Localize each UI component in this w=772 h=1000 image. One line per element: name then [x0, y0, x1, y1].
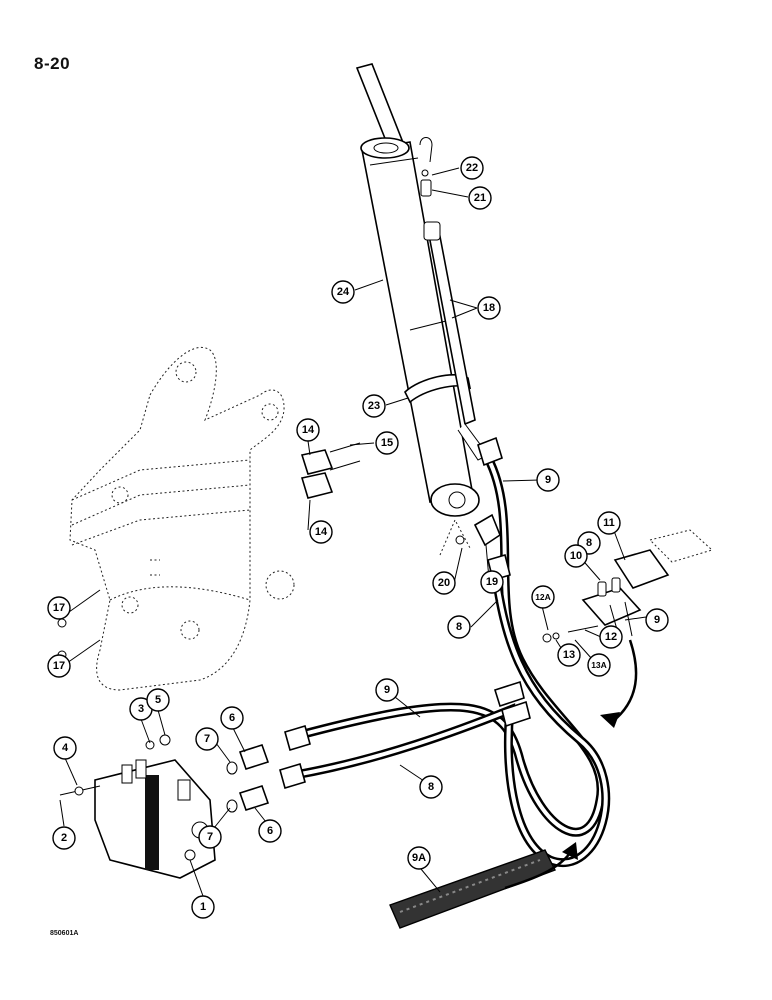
- callout-c9A: 9A: [407, 846, 431, 870]
- page-number: 8-20: [34, 54, 71, 73]
- callout-c10: 10: [564, 544, 588, 568]
- callout-c7a: 7: [195, 727, 219, 751]
- callout-label: 9: [384, 684, 390, 696]
- hose-clamp-assembly: [542, 529, 713, 643]
- callout-label: 14: [302, 424, 315, 436]
- callout-c22: 22: [460, 156, 484, 180]
- callout-c23: 23: [362, 394, 386, 418]
- callout-label: 20: [438, 577, 450, 589]
- callout-c9a: 9: [375, 678, 399, 702]
- callout-label: 12: [605, 631, 617, 643]
- callout-label: 5: [155, 694, 161, 706]
- callout-label: 13: [563, 649, 575, 661]
- callout-c21: 21: [468, 186, 492, 210]
- callout-label: 9A: [412, 852, 426, 864]
- callout-label: 3: [138, 703, 144, 715]
- callout-label: 13A: [591, 660, 607, 670]
- callout-label: 4: [62, 742, 69, 754]
- arrow-indicators: [504, 639, 638, 890]
- callout-c13A: 13A: [587, 653, 611, 677]
- callout-label: 7: [204, 733, 210, 745]
- adapter-fittings: [226, 744, 270, 813]
- callout-c5: 5: [146, 688, 170, 712]
- callout-c12A: 12A: [531, 585, 555, 609]
- callout-c3: 3: [129, 697, 153, 721]
- callout-label: 9: [545, 474, 551, 486]
- callout-label: 19: [486, 576, 498, 588]
- hose-sleeve: [389, 849, 556, 929]
- callout-label: 6: [229, 712, 235, 724]
- callout-label: 17: [53, 602, 65, 614]
- callout-label: 23: [368, 400, 380, 412]
- callout-c6a: 6: [220, 706, 244, 730]
- callout-c9c: 9: [645, 608, 669, 632]
- callout-label: 6: [267, 825, 273, 837]
- callout-c2: 2: [52, 826, 76, 850]
- callout-c1: 1: [191, 895, 215, 919]
- callout-label: 8: [428, 781, 434, 793]
- callout-label: 12A: [535, 592, 551, 602]
- callout-label: 8: [456, 621, 462, 633]
- callout-c17a: 17: [47, 596, 71, 620]
- callout-c17b: 17: [47, 654, 71, 678]
- callout-c15: 15: [375, 431, 399, 455]
- clamp-blocks: [57, 442, 361, 660]
- hydraulic-cylinder: [355, 63, 489, 517]
- callout-balloons: 1234566778889999A10111212A1313A141415171…: [47, 156, 669, 919]
- callout-c11: 11: [597, 511, 621, 535]
- callout-label: 15: [381, 437, 393, 449]
- callout-c14b: 14: [309, 520, 333, 544]
- elbow-fitting: [439, 513, 501, 556]
- callout-c20: 20: [432, 571, 456, 595]
- callout-c12: 12: [599, 625, 623, 649]
- figure-code: 850601A: [50, 930, 79, 937]
- callout-c18: 18: [477, 296, 501, 320]
- callout-c13: 13: [557, 643, 581, 667]
- callout-label: 1: [200, 901, 206, 913]
- callout-label: 24: [337, 286, 350, 298]
- callout-c24: 24: [331, 280, 355, 304]
- callout-label: 11: [603, 517, 615, 529]
- callout-c19: 19: [480, 570, 504, 594]
- callout-c4: 4: [53, 736, 77, 760]
- callout-label: 10: [570, 550, 582, 562]
- callout-c9b: 9: [536, 468, 560, 492]
- callout-label: 18: [483, 302, 495, 314]
- callout-label: 22: [466, 162, 478, 174]
- callout-label: 14: [315, 526, 328, 538]
- callout-c8c: 8: [447, 615, 471, 639]
- callout-label: 2: [61, 832, 67, 844]
- callout-label: 17: [53, 660, 65, 672]
- callout-label: 21: [474, 192, 486, 204]
- callout-c6b: 6: [258, 819, 282, 843]
- callout-c14a: 14: [296, 418, 320, 442]
- callout-label: 9: [654, 614, 660, 626]
- callout-c7b: 7: [198, 825, 222, 849]
- callout-label: 7: [207, 831, 213, 843]
- swing-frame: [69, 346, 295, 691]
- callout-c8a: 8: [419, 775, 443, 799]
- callout-label: 8: [586, 537, 592, 549]
- control-valve: [59, 734, 216, 879]
